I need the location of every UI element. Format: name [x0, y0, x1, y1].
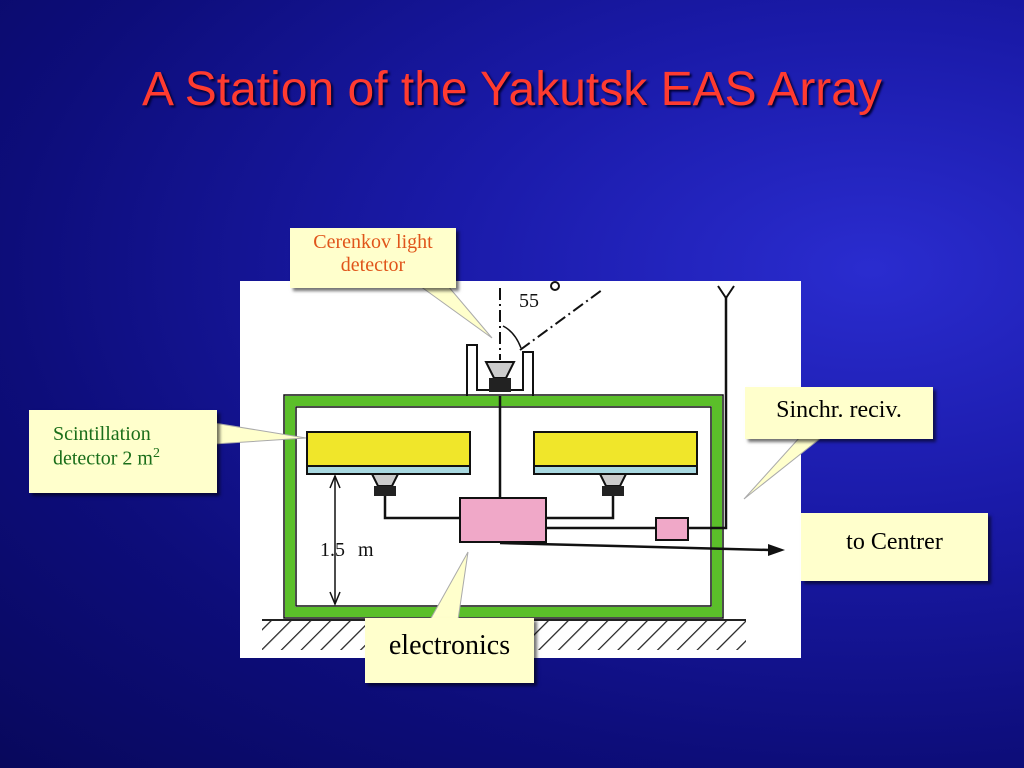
height-arrow-bottom: [329, 591, 341, 606]
building-outline-inner: [295, 406, 712, 607]
output-line: [499, 541, 771, 552]
cerenkov-pointer: [418, 285, 493, 339]
cerenkov-label-line1: Cerenkov light: [313, 231, 433, 253]
slide-title: A Station of the Yakutsk EAS Array: [142, 63, 882, 116]
height-unit: m: [358, 539, 374, 561]
cerenkov-label-line2: detector: [340, 254, 406, 276]
sync-receiver-box: [655, 517, 689, 541]
antenna-icon: [717, 285, 735, 300]
scint-label-line2: detector 2 m: [53, 447, 153, 470]
cable-left: [383, 496, 460, 520]
centre-callout: to Centrer: [801, 513, 988, 581]
scintillation-callout: Scintillation detector 2 m2: [29, 410, 217, 493]
cable-right: [546, 496, 615, 520]
left-scintillator-base: [306, 465, 471, 475]
angle-arc: [502, 325, 522, 349]
antenna-cable: [688, 296, 728, 530]
electronics-box: [459, 497, 547, 543]
sinchr-pointer: [743, 436, 824, 500]
cerenkov-pmt-base: [489, 378, 511, 392]
cerenkov-callout: Cerenkov light detector: [290, 228, 456, 288]
electronics-callout: electronics: [365, 618, 534, 683]
angle-value: 55: [519, 290, 539, 312]
left-pmt: [370, 473, 400, 487]
scint-label-sup: 2: [152, 446, 160, 461]
right-pmt-base: [602, 486, 624, 496]
sinchr-callout: Sinchr. reciv.: [745, 387, 933, 439]
right-scintillator-base: [533, 465, 698, 475]
output-arrowhead: [768, 544, 785, 556]
left-scintillator: [306, 431, 471, 467]
cerenkov-pmt: [484, 361, 516, 379]
cerenkov-inclined-axis: [519, 289, 603, 351]
height-arrow-top: [329, 474, 341, 489]
scint-label-line1: Scintillation: [53, 423, 151, 445]
station-building: [285, 396, 722, 617]
right-scintillator: [533, 431, 698, 467]
height-value: 1.5: [320, 539, 345, 561]
left-pmt-base: [374, 486, 396, 496]
degree-symbol: [550, 281, 560, 291]
right-pmt: [598, 473, 628, 487]
